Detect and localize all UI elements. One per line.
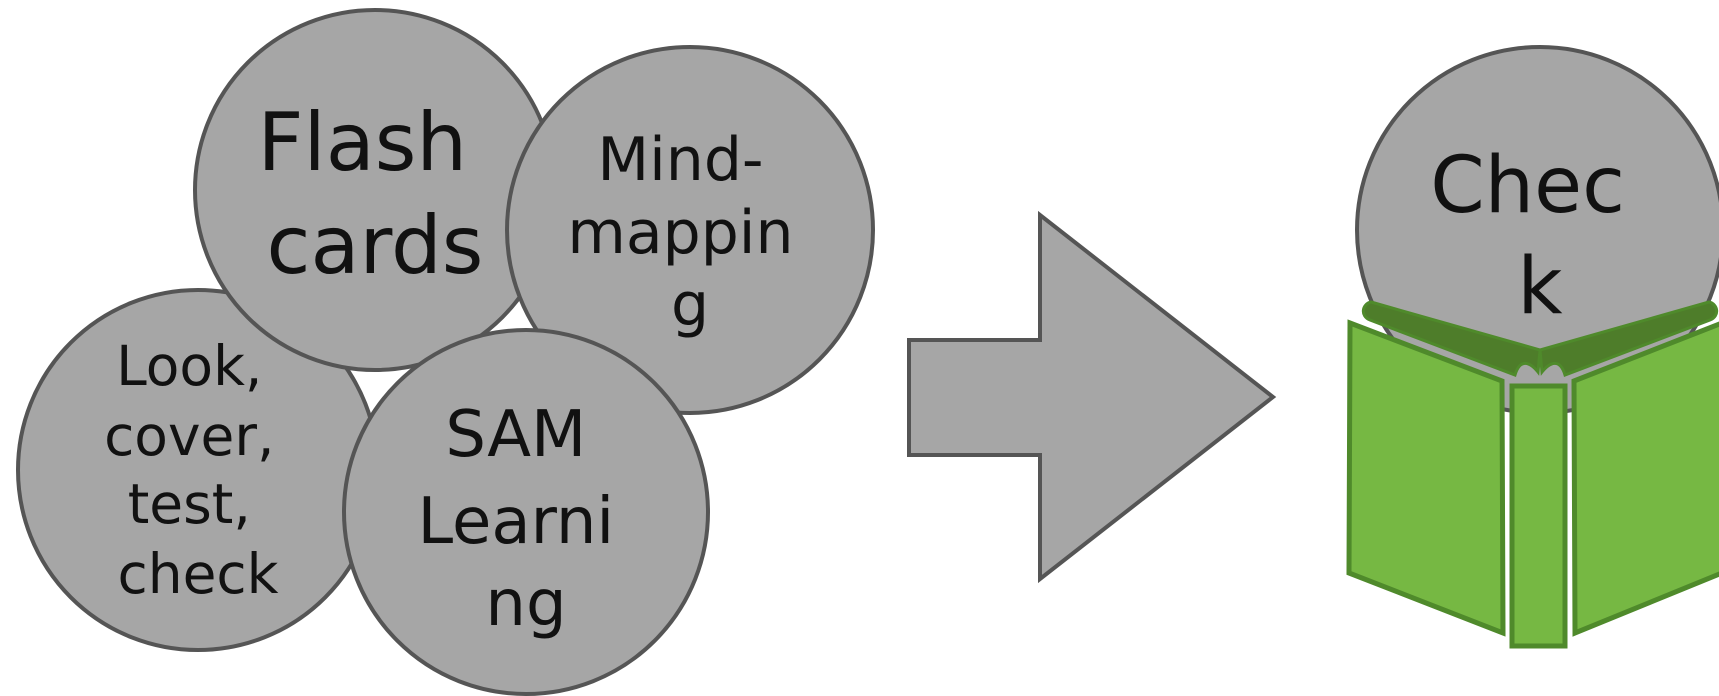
book-top-page-right bbox=[1538, 300, 1719, 377]
look-cover-line-3: test, bbox=[128, 472, 251, 536]
open-book-icon bbox=[1346, 300, 1719, 649]
look-cover-line-2: cover, bbox=[104, 404, 274, 468]
check-line-1: Chec bbox=[1430, 141, 1625, 231]
look-cover-line-4: check bbox=[117, 542, 278, 606]
look-cover-line-1: Look, bbox=[116, 334, 262, 398]
mind-mapping-node: Mind- mappin g bbox=[505, 45, 875, 415]
flash-cards-circle bbox=[193, 8, 557, 372]
flash-cards-line-1: Flash bbox=[257, 96, 467, 189]
sam-learning-line-1: SAM bbox=[445, 398, 586, 472]
book-right-cover bbox=[1571, 321, 1719, 637]
right-arrow-icon bbox=[907, 210, 1277, 584]
check-line-2: k bbox=[1517, 242, 1562, 332]
mind-mapping-line-3: g bbox=[671, 270, 709, 340]
book-top-page-left bbox=[1361, 300, 1542, 377]
flash-cards-node: Flash cards bbox=[193, 8, 557, 372]
flash-cards-line-2: cards bbox=[267, 199, 484, 292]
book-left-cover bbox=[1346, 319, 1506, 637]
svg-text:Look, cover, test,: Look, cover, test, check bbox=[104, 334, 292, 606]
sam-learning-line-2: Learni bbox=[418, 485, 615, 559]
book-spine bbox=[1509, 383, 1568, 649]
svg-text:SAM Learni ng: SAM Learni ng bbox=[418, 398, 635, 641]
mind-mapping-line-1: Mind- bbox=[597, 125, 763, 195]
svg-text:Mind- mappin g: Mind- mappin g bbox=[567, 125, 812, 340]
sam-learning-node: SAM Learni ng bbox=[342, 328, 710, 696]
sam-learning-line-3: ng bbox=[485, 567, 566, 641]
mind-mapping-circle bbox=[505, 45, 875, 415]
sam-learning-circle bbox=[342, 328, 710, 696]
look-cover-test-check-node: Look, cover, test, check bbox=[16, 288, 380, 652]
mind-mapping-line-2: mappin bbox=[567, 198, 793, 268]
svg-text:Chec k: Chec k bbox=[1430, 141, 1650, 332]
svg-text:Flash cards: Flash cards bbox=[257, 96, 492, 292]
